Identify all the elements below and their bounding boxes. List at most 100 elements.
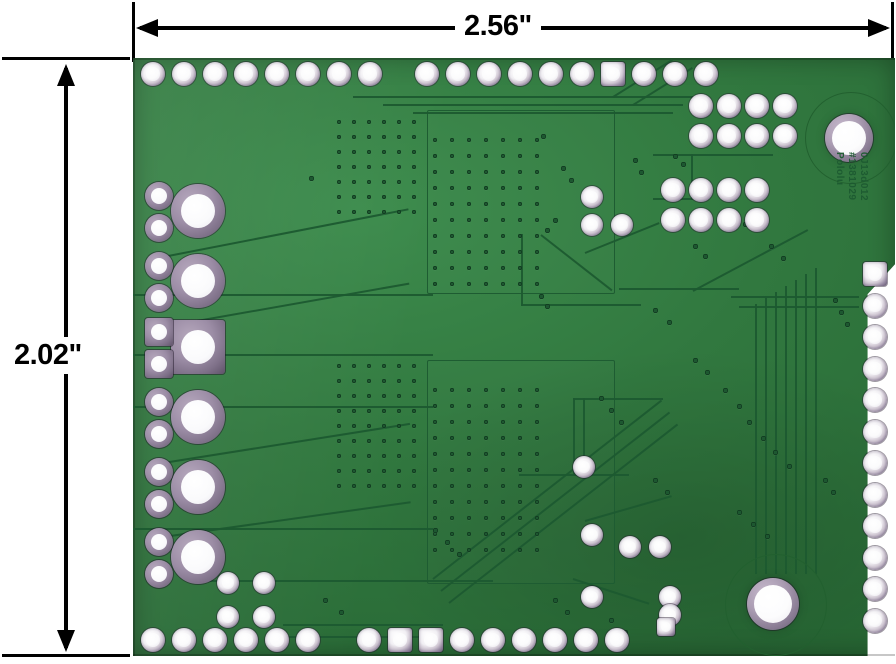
via xyxy=(337,484,341,488)
top-pad-12-bore xyxy=(513,67,527,81)
disc-pad-9 xyxy=(659,586,681,608)
via xyxy=(352,424,356,428)
disc-pad-4-bore xyxy=(577,460,591,474)
top-pad-10 xyxy=(446,62,470,86)
bottom-pad-5 xyxy=(265,628,289,652)
via xyxy=(518,452,522,456)
trace-h-lower-2 xyxy=(133,528,433,530)
via xyxy=(484,170,488,174)
hdr-upper-pad-6-bore xyxy=(722,129,736,143)
bottom-pad-10 xyxy=(450,628,474,652)
via xyxy=(397,120,401,124)
bottom-pad-13 xyxy=(543,628,567,652)
bottom-pad-3 xyxy=(203,628,227,652)
mounting-hole-top-right-ring xyxy=(805,92,895,184)
via xyxy=(397,180,401,184)
bottom-pad-12-bore xyxy=(517,633,531,647)
via xyxy=(823,478,828,483)
hdr-upper-pad-5-bore xyxy=(694,129,708,143)
via xyxy=(433,234,437,238)
via xyxy=(633,158,638,163)
hdr-upper-pad-1 xyxy=(689,94,713,118)
via xyxy=(367,439,371,443)
left-terminal-2-pin-2 xyxy=(145,284,173,312)
bottom-pad-14 xyxy=(574,628,598,652)
via xyxy=(450,468,454,472)
hdr-lower-pad-7 xyxy=(717,208,741,232)
left-terminal-2-pin-1 xyxy=(145,252,173,280)
via xyxy=(412,195,416,199)
trace-mid-v-1 xyxy=(573,398,575,476)
top-pad-4 xyxy=(234,62,258,86)
top-pad-9-bore xyxy=(420,67,434,81)
top-pad-1 xyxy=(141,62,165,86)
height-extension-line-bottom xyxy=(2,654,130,657)
bottom-pad-3-bore xyxy=(208,633,222,647)
right-pad-10-bore xyxy=(868,550,882,565)
disc-pad-7 xyxy=(649,536,671,558)
disc-pad-11 xyxy=(217,572,239,594)
via xyxy=(484,282,488,286)
left-terminal-6 xyxy=(145,526,235,588)
via xyxy=(619,420,624,425)
via xyxy=(352,364,356,368)
top-pad-2 xyxy=(172,62,196,86)
via xyxy=(484,452,488,456)
via xyxy=(382,379,386,383)
right-pad-6-bore xyxy=(868,424,882,439)
via xyxy=(337,364,341,368)
left-terminal-1-main-bore xyxy=(181,194,215,228)
via xyxy=(337,165,341,169)
via xyxy=(518,250,522,254)
via xyxy=(352,469,356,473)
via xyxy=(467,138,471,142)
left-terminal-5 xyxy=(145,456,235,518)
via xyxy=(397,165,401,169)
via xyxy=(518,516,522,520)
right-pad-8 xyxy=(863,482,887,507)
via xyxy=(450,154,454,158)
via xyxy=(467,154,471,158)
left-terminal-2-pin-1-bore xyxy=(151,258,167,274)
bottom-pad-12 xyxy=(512,628,536,652)
bottom-pad-2-bore xyxy=(177,633,191,647)
right-pad-2 xyxy=(863,293,887,318)
via xyxy=(501,484,505,488)
via xyxy=(445,540,450,545)
trace-hdr-3 xyxy=(691,154,693,200)
via xyxy=(467,250,471,254)
via xyxy=(467,548,471,552)
via xyxy=(467,282,471,286)
trace-right-vert-6 xyxy=(805,274,807,574)
via xyxy=(450,500,454,504)
via xyxy=(450,234,454,238)
via xyxy=(561,166,566,171)
via xyxy=(681,162,686,167)
disc-pad-7-bore xyxy=(653,540,667,554)
via xyxy=(367,135,371,139)
via xyxy=(450,170,454,174)
trace-h-bottom xyxy=(193,580,493,582)
via xyxy=(518,138,522,142)
disc-pad-8-bore xyxy=(585,590,599,604)
left-terminal-3 xyxy=(145,316,235,378)
via xyxy=(467,170,471,174)
board-edge-left xyxy=(133,58,135,656)
top-pad-10-bore xyxy=(451,67,465,81)
top-pad-1-bore xyxy=(146,67,160,81)
width-arrow-left xyxy=(136,19,158,37)
via xyxy=(751,522,756,527)
board-edge-top xyxy=(133,58,895,60)
via xyxy=(501,202,505,206)
via xyxy=(484,186,488,190)
via xyxy=(450,282,454,286)
left-terminal-3-pin-2-bore xyxy=(151,356,167,372)
hdr-upper-pad-8-bore xyxy=(778,129,792,143)
via xyxy=(433,468,437,472)
via xyxy=(501,266,505,270)
silkscreen-brand: Pololu xyxy=(834,152,845,186)
via xyxy=(845,322,850,327)
via xyxy=(484,532,488,536)
via xyxy=(397,409,401,413)
right-pad-9-bore xyxy=(868,519,882,533)
